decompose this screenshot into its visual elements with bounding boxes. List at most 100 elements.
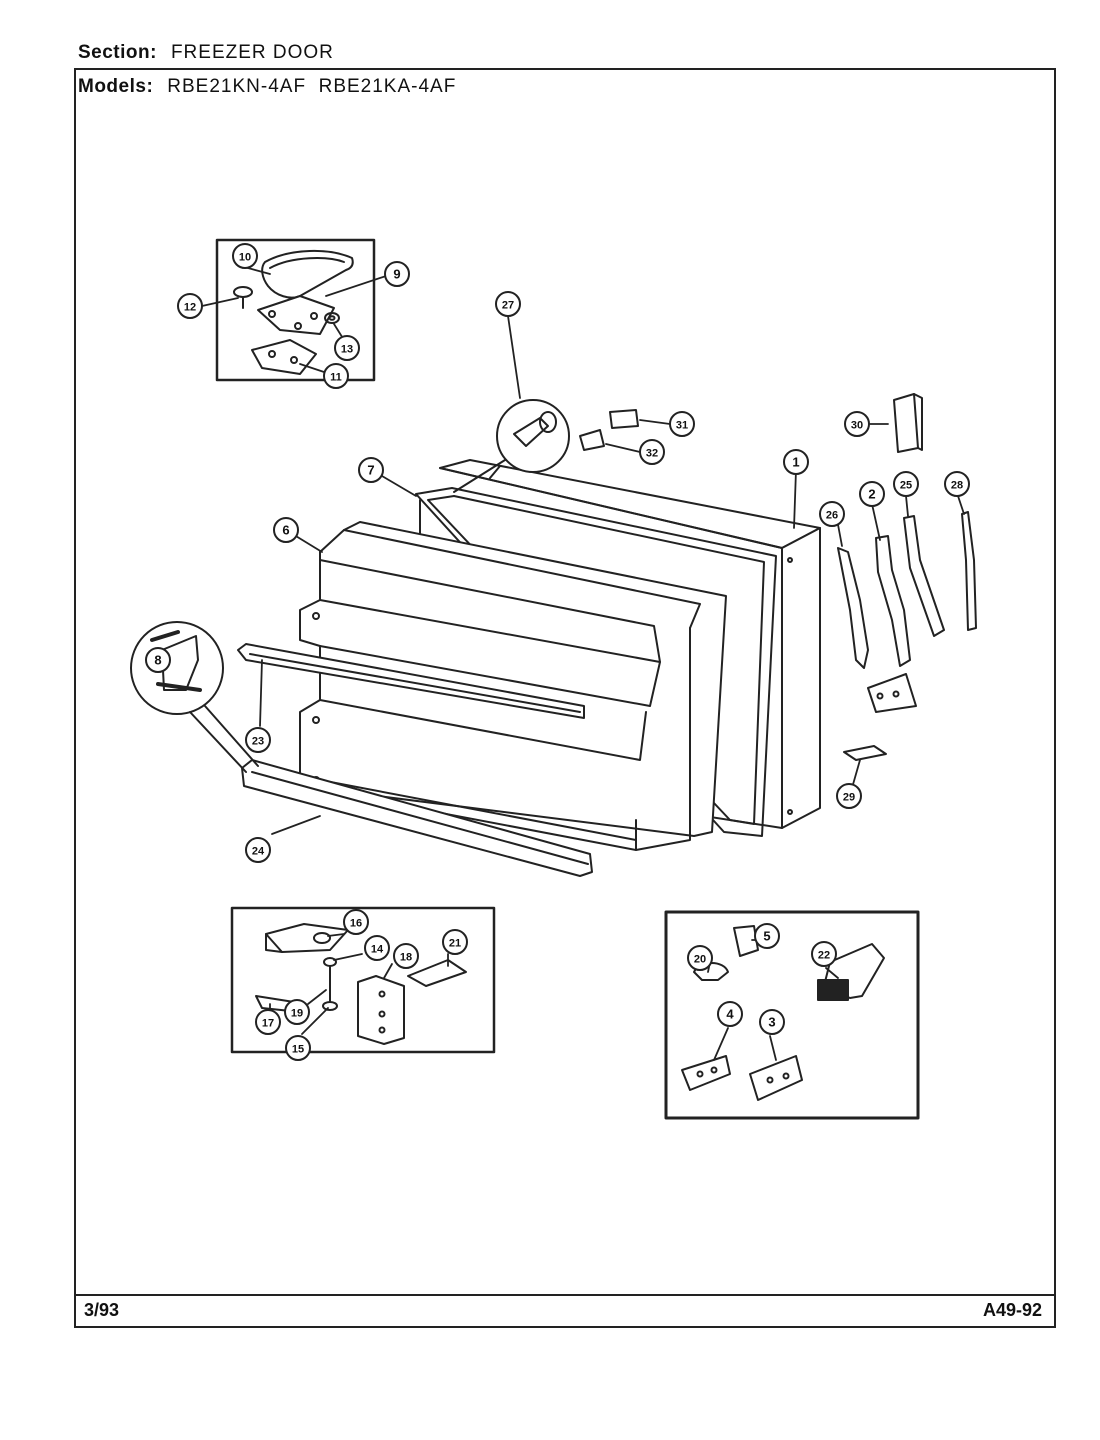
callout-number: 9	[393, 267, 400, 282]
callout-24: 24	[245, 837, 271, 863]
callout-number: 3	[768, 1015, 775, 1030]
callout-2: 2	[859, 481, 885, 507]
callout-7: 7	[358, 457, 384, 483]
callout-4: 4	[717, 1001, 743, 1027]
callout-21: 21	[442, 929, 468, 955]
callout-number: 27	[502, 300, 514, 312]
callout-circle	[343, 909, 369, 935]
callout-circle	[759, 1009, 785, 1035]
callout-number: 1	[792, 455, 799, 470]
callout-number: 19	[291, 1008, 303, 1020]
callout-number: 2	[868, 487, 875, 502]
callout-9: 9	[384, 261, 410, 287]
section-value: FREEZER DOOR	[170, 42, 334, 63]
callout-number: 32	[646, 448, 658, 460]
callout-11: 11	[323, 363, 349, 389]
models-heading: Models: RBE21KN-4AF RBE21KA-4AF	[78, 76, 456, 98]
footer-divider	[74, 1294, 1056, 1296]
callout-circle	[285, 1035, 311, 1061]
handle-strip-26	[837, 547, 869, 669]
callout-circle	[944, 471, 970, 497]
callout-circle	[893, 471, 919, 497]
callout-number: 16	[350, 918, 362, 930]
callout-20: 20	[687, 945, 713, 971]
outer-door-panel	[439, 459, 821, 829]
callout-number: 18	[400, 952, 412, 964]
callout-number: 21	[449, 938, 461, 950]
footer-code: A49-92	[982, 1300, 1042, 1320]
callout-number: 29	[843, 792, 855, 804]
callout-circle	[245, 837, 271, 863]
callout-circle	[811, 941, 837, 967]
callout-1: 1	[783, 449, 809, 475]
callout-28: 28	[944, 471, 970, 497]
callout-circle	[819, 501, 845, 527]
callout-circle	[384, 261, 410, 287]
callout-number: 6	[282, 523, 289, 538]
callout-circle	[687, 945, 713, 971]
callout-circle	[717, 1001, 743, 1027]
callout-5: 5	[754, 923, 780, 949]
callout-circle	[232, 243, 258, 269]
callout-number: 14	[371, 944, 384, 956]
leader-lines	[201, 267, 965, 1061]
callout-3: 3	[759, 1009, 785, 1035]
callout-circle	[334, 335, 360, 361]
plug-detail	[453, 399, 570, 493]
callout-circle	[255, 1009, 281, 1035]
callout-26: 26	[819, 501, 845, 527]
diagram-frame	[74, 68, 1056, 1328]
callout-29: 29	[836, 783, 862, 809]
callout-13: 13	[334, 335, 360, 361]
callout-number: 26	[826, 510, 838, 522]
small-plates	[579, 409, 639, 451]
callout-number: 11	[330, 372, 342, 384]
callout-number: 23	[252, 736, 264, 748]
callout-circle	[245, 727, 271, 753]
inner-door-liner	[299, 521, 727, 851]
callout-30: 30	[844, 411, 870, 437]
callout-circle	[273, 517, 299, 543]
callout-layer: 1234567891011121314151617181920212223242…	[145, 243, 970, 1061]
callout-17: 17	[255, 1009, 281, 1035]
callout-circle	[495, 291, 521, 317]
callout-number: 31	[676, 420, 688, 432]
callout-number: 8	[154, 653, 161, 668]
bar-end-detail	[130, 621, 259, 773]
callout-circle	[754, 923, 780, 949]
callout-number: 24	[252, 846, 265, 858]
callout-8: 8	[145, 647, 171, 673]
inset-hinge-hardware	[230, 906, 496, 1054]
callout-number: 28	[951, 480, 963, 492]
callout-circle	[358, 457, 384, 483]
callout-circle	[364, 935, 390, 961]
models-label: Models:	[78, 76, 154, 97]
callout-number: 25	[900, 480, 912, 492]
callout-22: 22	[811, 941, 837, 967]
models-value: RBE21KN-4AF RBE21KA-4AF	[167, 76, 457, 97]
callout-14: 14	[364, 935, 390, 961]
shelf-bar-upper	[237, 643, 585, 719]
callout-16: 16	[343, 909, 369, 935]
callout-number: 7	[367, 463, 374, 478]
callout-number: 10	[239, 252, 251, 264]
callout-31: 31	[669, 411, 695, 437]
callout-number: 12	[184, 302, 196, 314]
callout-25: 25	[893, 471, 919, 497]
callout-number: 17	[262, 1018, 274, 1030]
handle-trim-28	[961, 511, 977, 631]
callout-27: 27	[495, 291, 521, 317]
callout-circle	[669, 411, 695, 437]
handle-end-cap	[893, 393, 923, 453]
callout-6: 6	[273, 517, 299, 543]
footer-date: 3/93	[84, 1300, 120, 1320]
callout-18: 18	[393, 943, 419, 969]
callout-32: 32	[639, 439, 665, 465]
callout-number: 15	[292, 1044, 304, 1056]
callout-15: 15	[285, 1035, 311, 1061]
callout-circle	[323, 363, 349, 389]
inset-hinge-cover	[215, 238, 376, 382]
callout-circle	[783, 449, 809, 475]
inset-misc-parts	[664, 910, 920, 1120]
